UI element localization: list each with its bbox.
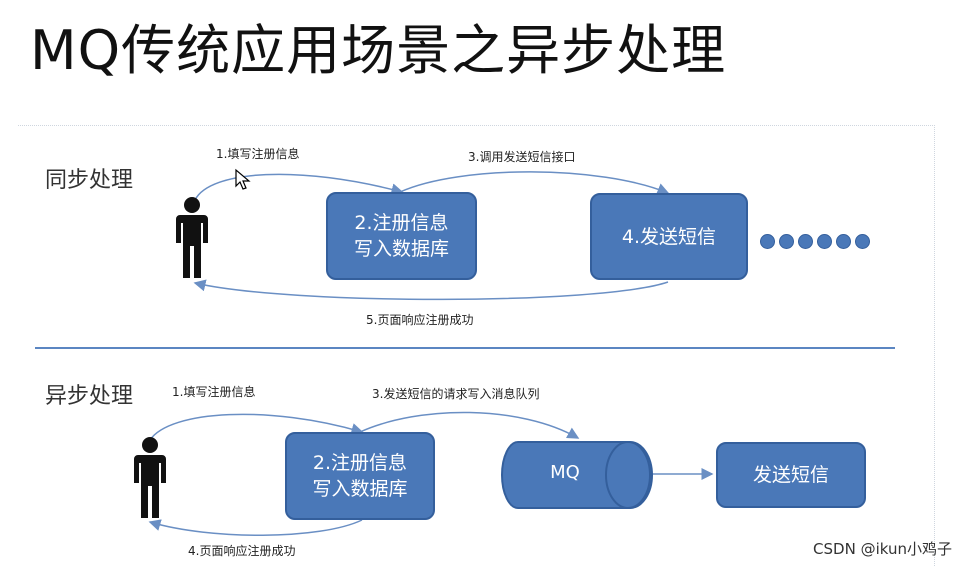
async-sms-label: 发送短信	[752, 464, 829, 486]
async-step4-label: 4.页面响应注册成功	[188, 544, 296, 558]
sync-user-icon	[176, 197, 208, 278]
dot	[836, 234, 851, 249]
dot	[798, 234, 813, 249]
async-arrow-write-queue	[359, 411, 580, 439]
async-arrow-fill-info	[149, 413, 364, 441]
async-db-box: 2.注册信息 写入数据库	[285, 432, 435, 520]
dot	[855, 234, 870, 249]
sync-step1-label: 1.填写注册信息	[216, 147, 300, 161]
sync-step5-label: 5.页面响应注册成功	[366, 313, 474, 327]
async-section-label: 异步处理	[45, 384, 134, 409]
dot	[779, 234, 794, 249]
slide-title: MQ传统应用场景之异步处理	[30, 19, 727, 82]
watermark: CSDN @ikun小鸡子	[813, 540, 952, 558]
message-queue-cylinder	[501, 441, 653, 509]
async-sms-box: 发送短信	[716, 442, 866, 508]
async-arrow-response	[148, 519, 363, 536]
async-db-line2: 写入数据库	[312, 478, 408, 500]
queue-label: MQ	[550, 462, 580, 483]
diagram-frame	[18, 125, 935, 566]
sync-step3-label: 3.调用发送短信接口	[468, 150, 576, 164]
sync-db-line2: 写入数据库	[353, 238, 449, 260]
sync-section-label: 同步处理	[45, 168, 134, 193]
sync-db-box: 2.注册信息 写入数据库	[326, 192, 477, 280]
async-db-line1: 2.注册信息	[312, 452, 408, 474]
sync-arrow-fill-info	[194, 173, 404, 201]
sync-arrow-response	[193, 279, 669, 301]
sync-sms-label: 4.发送短信	[621, 225, 717, 248]
async-user-icon	[134, 437, 166, 518]
dot	[760, 234, 775, 249]
async-step3-label: 3.发送短信的请求写入消息队列	[372, 387, 540, 401]
sync-arrow-call-sms	[399, 171, 670, 195]
mouse-cursor-icon	[235, 168, 251, 190]
section-divider	[35, 347, 895, 349]
sync-sms-box: 4.发送短信	[590, 193, 748, 280]
async-step1-label: 1.填写注册信息	[172, 385, 256, 399]
dot	[817, 234, 832, 249]
sync-db-line1: 2.注册信息	[354, 212, 449, 234]
